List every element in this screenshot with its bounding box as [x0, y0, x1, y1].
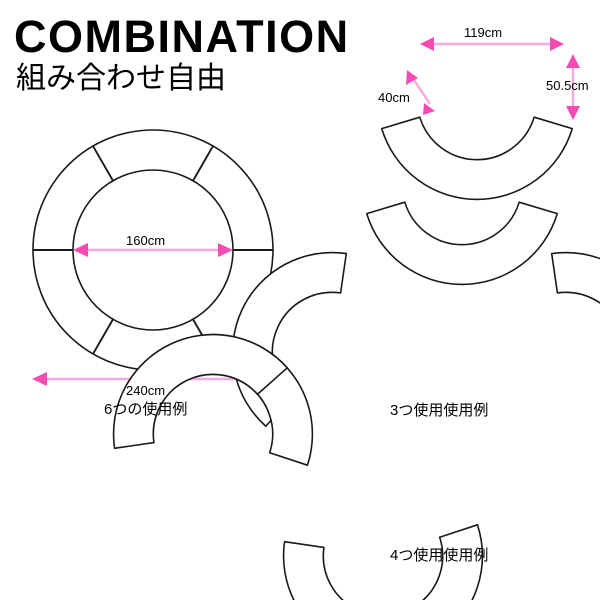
dimension-label-depth: 40cm [378, 90, 410, 105]
caption-four-piece: 4つ使用使用例 [390, 547, 489, 564]
dimension-arrow-inner-160 [73, 243, 233, 257]
dimension-arrow-height-505 [566, 54, 580, 120]
dimension-label-inner-diameter: 160cm [126, 233, 166, 248]
page-title: COMBINATION [14, 11, 350, 62]
single-piece-example [365, 201, 559, 286]
page-subtitle: 組み合わせ自由 [16, 62, 226, 95]
dimension-label-outer-diameter: 240cm [126, 383, 166, 398]
dimension-arrow-depth-40 [406, 70, 435, 115]
caption-six-piece: 6つの使用例 [104, 401, 188, 418]
reference-piece-dimensioned [380, 116, 574, 201]
dimension-label-width: 119cm [464, 25, 503, 40]
caption-three-piece: 3つ使用使用例 [390, 402, 489, 419]
dimension-label-height: 50.5cm [546, 78, 589, 93]
dimension-arrow-width-119 [420, 37, 564, 51]
